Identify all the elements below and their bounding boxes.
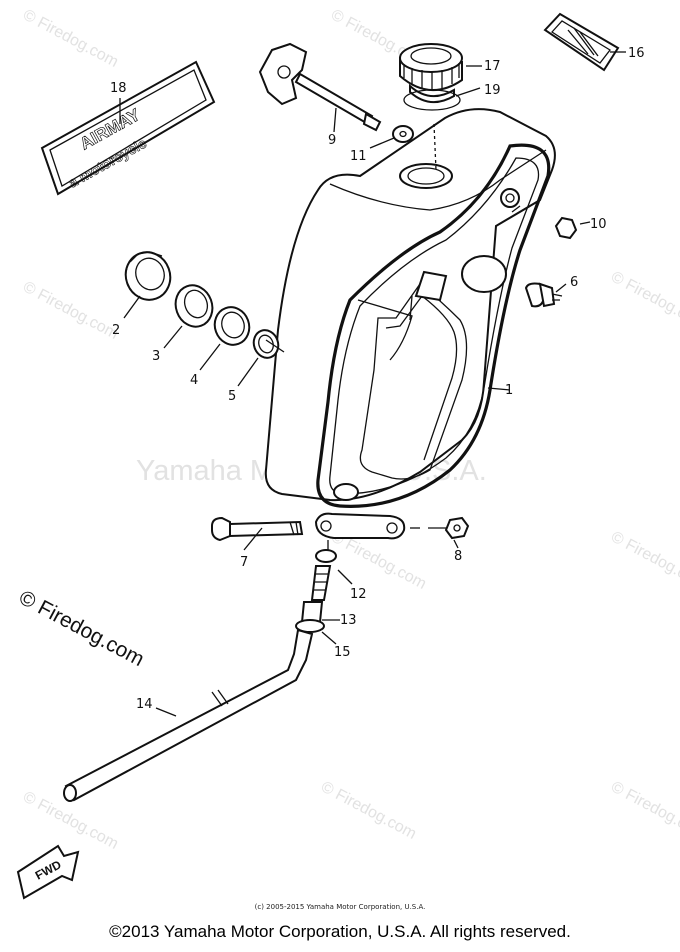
small-copyright: (c) 2005-2015 Yamaha Motor Corporation, …	[254, 903, 426, 911]
callout-2: 2	[112, 323, 120, 338]
callout-19: 19	[484, 83, 501, 98]
part-13-cock-body	[295, 601, 325, 633]
part-3-gasket	[174, 284, 214, 328]
callout-14: 14	[136, 697, 153, 712]
part-4-ring	[213, 306, 251, 346]
watermark-tile: © Firedog.com	[318, 779, 419, 843]
part-2-cap	[124, 251, 172, 301]
part-12-cock	[310, 549, 337, 601]
callout-4: 4	[190, 373, 198, 388]
part-5-clip	[252, 329, 280, 359]
part-14-fuel-pipe	[63, 628, 314, 802]
part-16-emblem	[543, 12, 620, 72]
part-9-cock-lever	[258, 42, 382, 132]
watermark-tile: © Firedog.com	[608, 269, 680, 333]
callout-8: 8	[454, 549, 462, 564]
callout-13: 13	[340, 613, 357, 628]
part-6-damper	[524, 282, 563, 308]
callout-6: 6	[570, 275, 578, 290]
part-18-decal: AIRMAY a motorcycle	[40, 60, 216, 196]
part-1-fuel-tank	[264, 108, 556, 508]
callout-9: 9	[328, 133, 336, 148]
part-17-filler-cap	[399, 43, 463, 111]
callout-11: 11	[350, 149, 367, 164]
callout-10: 10	[590, 217, 607, 232]
part-8-nut	[444, 516, 470, 540]
part-tank-bracket	[314, 512, 406, 540]
callout-7: 7	[240, 555, 248, 570]
part-11-washer	[392, 125, 414, 143]
watermark-tile: © Firedog.com	[608, 779, 680, 843]
callout-16: 16	[628, 46, 645, 61]
callout-17: 17	[484, 59, 501, 74]
part-7-bolt	[211, 516, 304, 542]
callout-18: 18	[110, 81, 127, 96]
fwd-arrow-icon: FWD	[16, 844, 80, 900]
callout-3: 3	[152, 349, 160, 364]
callout-leaders	[119, 51, 626, 717]
callout-5: 5	[228, 389, 236, 404]
watermark-tile: © Firedog.com	[20, 7, 121, 71]
watermark-tile: © Firedog.com	[608, 529, 680, 593]
callout-numbers: 1 2 3 4 5 6 7 8 9 10 11 12 13 14 15 16 1…	[110, 46, 645, 712]
watermark-tile: © Firedog.com	[20, 279, 121, 343]
copyright-footer: ©2013 Yamaha Motor Corporation, U.S.A. A…	[109, 922, 571, 941]
callout-1: 1	[505, 383, 513, 398]
callout-15: 15	[334, 645, 351, 660]
part-10-nut	[554, 216, 578, 240]
callout-12: 12	[350, 587, 367, 602]
